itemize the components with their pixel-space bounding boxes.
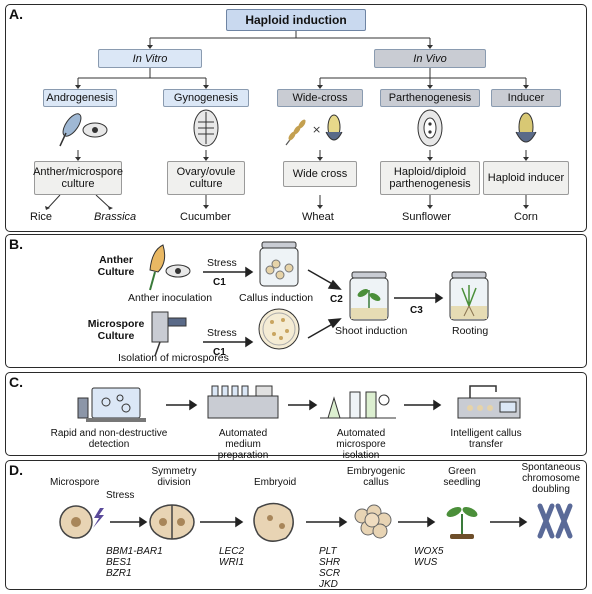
microspore-culture-title: Microspore Culture (80, 318, 152, 342)
step-isolation-text: Automated microspore isolation (336, 428, 386, 461)
stage-embryogenic-callus: Embryogenic callus (346, 466, 406, 488)
stage-symmetry-division: Symmetry division (148, 466, 200, 488)
stress-label-d: Stress (106, 490, 135, 501)
anther-culture-title-text: Anther Culture (97, 254, 135, 278)
stage-embryogenic-callus-text: Embryogenic callus (346, 466, 406, 488)
rooting-jar-icon (449, 271, 489, 321)
dividing-cell-icon (149, 504, 195, 540)
rooting-label: Rooting (452, 325, 489, 337)
gene-bbm1-bar1: BBM1-BAR1 (106, 546, 163, 557)
panel-c-label: C. (9, 374, 23, 390)
wide-cross-culture-box: Wide cross (283, 161, 357, 187)
stage-chromosome-doubling: Spontaneous chromosome doubling (516, 462, 586, 495)
step-detection-text: Rapid and non-destructive detection (50, 428, 168, 450)
anther-inoculation-label: Anther inoculation (128, 292, 213, 304)
crop-wheat: Wheat (302, 211, 334, 223)
embryoid-icon (253, 502, 294, 542)
gene-wus: WUS (414, 557, 438, 568)
wheat-corn-icon: × (285, 114, 343, 146)
callus-induction-label: Callus induction (239, 292, 314, 304)
stage-chromosome-doubling-text: Spontaneous chromosome doubling (521, 462, 581, 495)
lightning-icon (93, 508, 104, 528)
callus-transfer-icon (457, 385, 521, 419)
isolation-label: Isolation of microspores (118, 352, 229, 364)
crop-corn: Corn (514, 211, 538, 223)
step-medium-label: Automated medium preparation (200, 428, 286, 461)
stage-embryoid: Embryoid (254, 477, 297, 488)
anther-culture-title: Anther Culture (84, 254, 148, 278)
gynogenesis-box: Gynogenesis (163, 89, 249, 107)
anther-culture-box: Anther/microspore culture (33, 161, 123, 195)
shoot-induction-label: Shoot induction (335, 325, 408, 337)
microspore-culture-title-text: Microspore Culture (87, 318, 145, 342)
detection-station-icon (77, 387, 146, 422)
crop-sunflower: Sunflower (402, 211, 451, 223)
gene-bzr1: BZR1 (106, 568, 132, 579)
c2-label: C2 (330, 294, 343, 305)
stress-label-1: Stress (207, 257, 237, 269)
stage-green-seedling-text: Green seedling (443, 466, 481, 488)
shoot-jar-icon (349, 271, 389, 321)
anther-icon (59, 113, 108, 147)
ovary-culture-box: Ovary/ovule culture (167, 161, 245, 195)
medium-preparation-icon (207, 385, 279, 419)
gene-jkd: JKD (319, 579, 338, 590)
in-vitro-box: In Vitro (98, 49, 202, 68)
stage-green-seedling: Green seedling (440, 466, 484, 488)
haploid-inducer-box: Haploid inducer (483, 161, 569, 195)
stage-symmetry-division-text: Symmetry division (151, 466, 197, 488)
corn-icon (515, 112, 537, 143)
panel-d-label: D. (9, 462, 23, 478)
androgenesis-box: Androgenesis (43, 89, 117, 107)
step-transfer-label: Intelligent callus transfer (442, 428, 530, 450)
gene-bes1: BES1 (106, 557, 132, 568)
microspore-cell-icon (59, 505, 93, 539)
panel-a-label: A. (9, 6, 23, 22)
gene-wox5: WOX5 (414, 546, 444, 557)
gene-shr: SHR (319, 557, 341, 568)
svg-text:×: × (312, 123, 321, 136)
haploid-induction-box: Haploid induction (226, 9, 366, 31)
gene-wri1: WRI1 (219, 557, 244, 568)
seedling-icon (446, 507, 478, 539)
stress-label-2: Stress (207, 327, 237, 339)
isolation-device-icon (151, 311, 187, 357)
c1-label-1: C1 (213, 277, 226, 288)
crop-cucumber: Cucumber (180, 211, 231, 223)
parthenogenesis-box: Parthenogenesis (380, 89, 480, 107)
anther-flower-icon (149, 244, 191, 291)
chromosome-icon (537, 503, 573, 539)
in-vivo-box: In Vivo (374, 49, 486, 68)
panel-b-label: B. (9, 236, 23, 252)
step-detection-label: Rapid and non-destructive detection (46, 428, 172, 450)
inducer-box: Inducer (491, 89, 561, 107)
parthenogenesis-icon (417, 109, 443, 147)
parthenogenesis-culture-box: Haploid/diploid parthenogenesis (380, 161, 480, 195)
step-isolation-label: Automated microspore isolation (318, 428, 404, 461)
callus-jar-icon (259, 241, 299, 287)
embryogenic-callus-icon (354, 504, 392, 539)
step-medium-text: Automated medium preparation (217, 428, 269, 461)
wide-cross-box: Wide-cross (277, 89, 363, 107)
gene-plt: PLT (319, 546, 337, 557)
crop-brassica: Brassica (94, 211, 137, 223)
step-transfer-text: Intelligent callus transfer (450, 428, 522, 450)
c1-label-2: C1 (213, 347, 226, 358)
crop-rice: Rice (30, 211, 53, 223)
petri-dish-icon (258, 308, 300, 350)
gene-lec2: LEC2 (219, 546, 245, 557)
microspore-isolation-station-icon (320, 391, 396, 419)
stage-microspore: Microspore (50, 477, 100, 488)
gene-scr: SCR (319, 568, 341, 579)
ovary-icon (193, 109, 219, 147)
c3-label: C3 (410, 305, 423, 316)
panel-d (5, 460, 587, 590)
